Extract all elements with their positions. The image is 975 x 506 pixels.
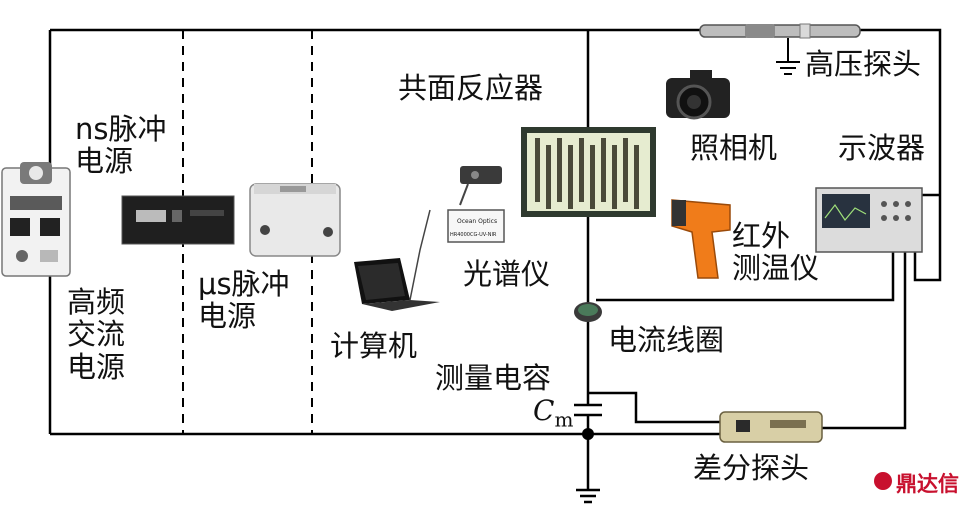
camera-icon bbox=[666, 70, 730, 120]
watermark-text: 鼎达信 bbox=[896, 472, 959, 496]
oscilloscope-icon bbox=[815, 187, 923, 253]
hv-probe-ground-icon bbox=[776, 38, 800, 75]
label-computer: 计算机 bbox=[330, 329, 418, 363]
measurement-capacitor bbox=[574, 403, 602, 417]
ns-pulse-power-source bbox=[121, 195, 235, 245]
label-differential-probe: 差分探头 bbox=[693, 451, 810, 485]
current-coil-icon bbox=[574, 302, 602, 322]
coplanar-reactor bbox=[521, 127, 656, 217]
laptop bbox=[354, 258, 440, 311]
diffprobe-top-wire bbox=[588, 391, 722, 424]
label-coplanar-reactor: 共面反应器 bbox=[398, 71, 544, 105]
diffprobe-to-scope-wire bbox=[822, 240, 907, 430]
top-wire bbox=[50, 28, 942, 125]
label-current-coil: 电流线圈 bbox=[608, 323, 725, 357]
coil-to-scope-wire bbox=[596, 240, 895, 302]
label-ir-thermometer: 红外 测温仪 bbox=[732, 219, 820, 286]
dashed-separators bbox=[182, 30, 313, 434]
ir-thermometer-icon bbox=[671, 199, 731, 279]
label-oscilloscope: 示波器 bbox=[838, 131, 926, 165]
label-hv-probe: 高压探头 bbox=[805, 47, 922, 81]
label-hf-ac-source: 高频 交流 电源 bbox=[67, 285, 126, 384]
scope-ch1-wire bbox=[913, 125, 942, 282]
high-voltage-probe bbox=[699, 23, 861, 39]
ground-icon bbox=[576, 488, 600, 504]
label-capacitor-symbol: Cm bbox=[533, 394, 574, 432]
differential-probe-icon bbox=[719, 411, 823, 443]
label-us-pulse-source: μs脉冲 电源 bbox=[198, 267, 290, 334]
hf-ac-power-source bbox=[1, 162, 71, 277]
spectrometer: Ocean Optics HR4000CG-UV-NIR bbox=[409, 166, 505, 301]
circuit-wires bbox=[48, 28, 942, 490]
label-ns-pulse-source: ns脉冲 电源 bbox=[75, 112, 167, 179]
junction-dot bbox=[582, 428, 594, 440]
spectrometer-model-text: HR4000CG-UV-NIR bbox=[450, 232, 497, 238]
us-pulse-power-source bbox=[249, 183, 341, 257]
watermark-logo-icon bbox=[874, 472, 892, 490]
spectrometer-brand-text: Ocean Optics bbox=[457, 218, 497, 225]
label-measure-capacitor: 测量电容 bbox=[435, 361, 552, 395]
label-spectrometer: 光谱仪 bbox=[463, 257, 551, 291]
label-camera: 照相机 bbox=[690, 131, 778, 165]
